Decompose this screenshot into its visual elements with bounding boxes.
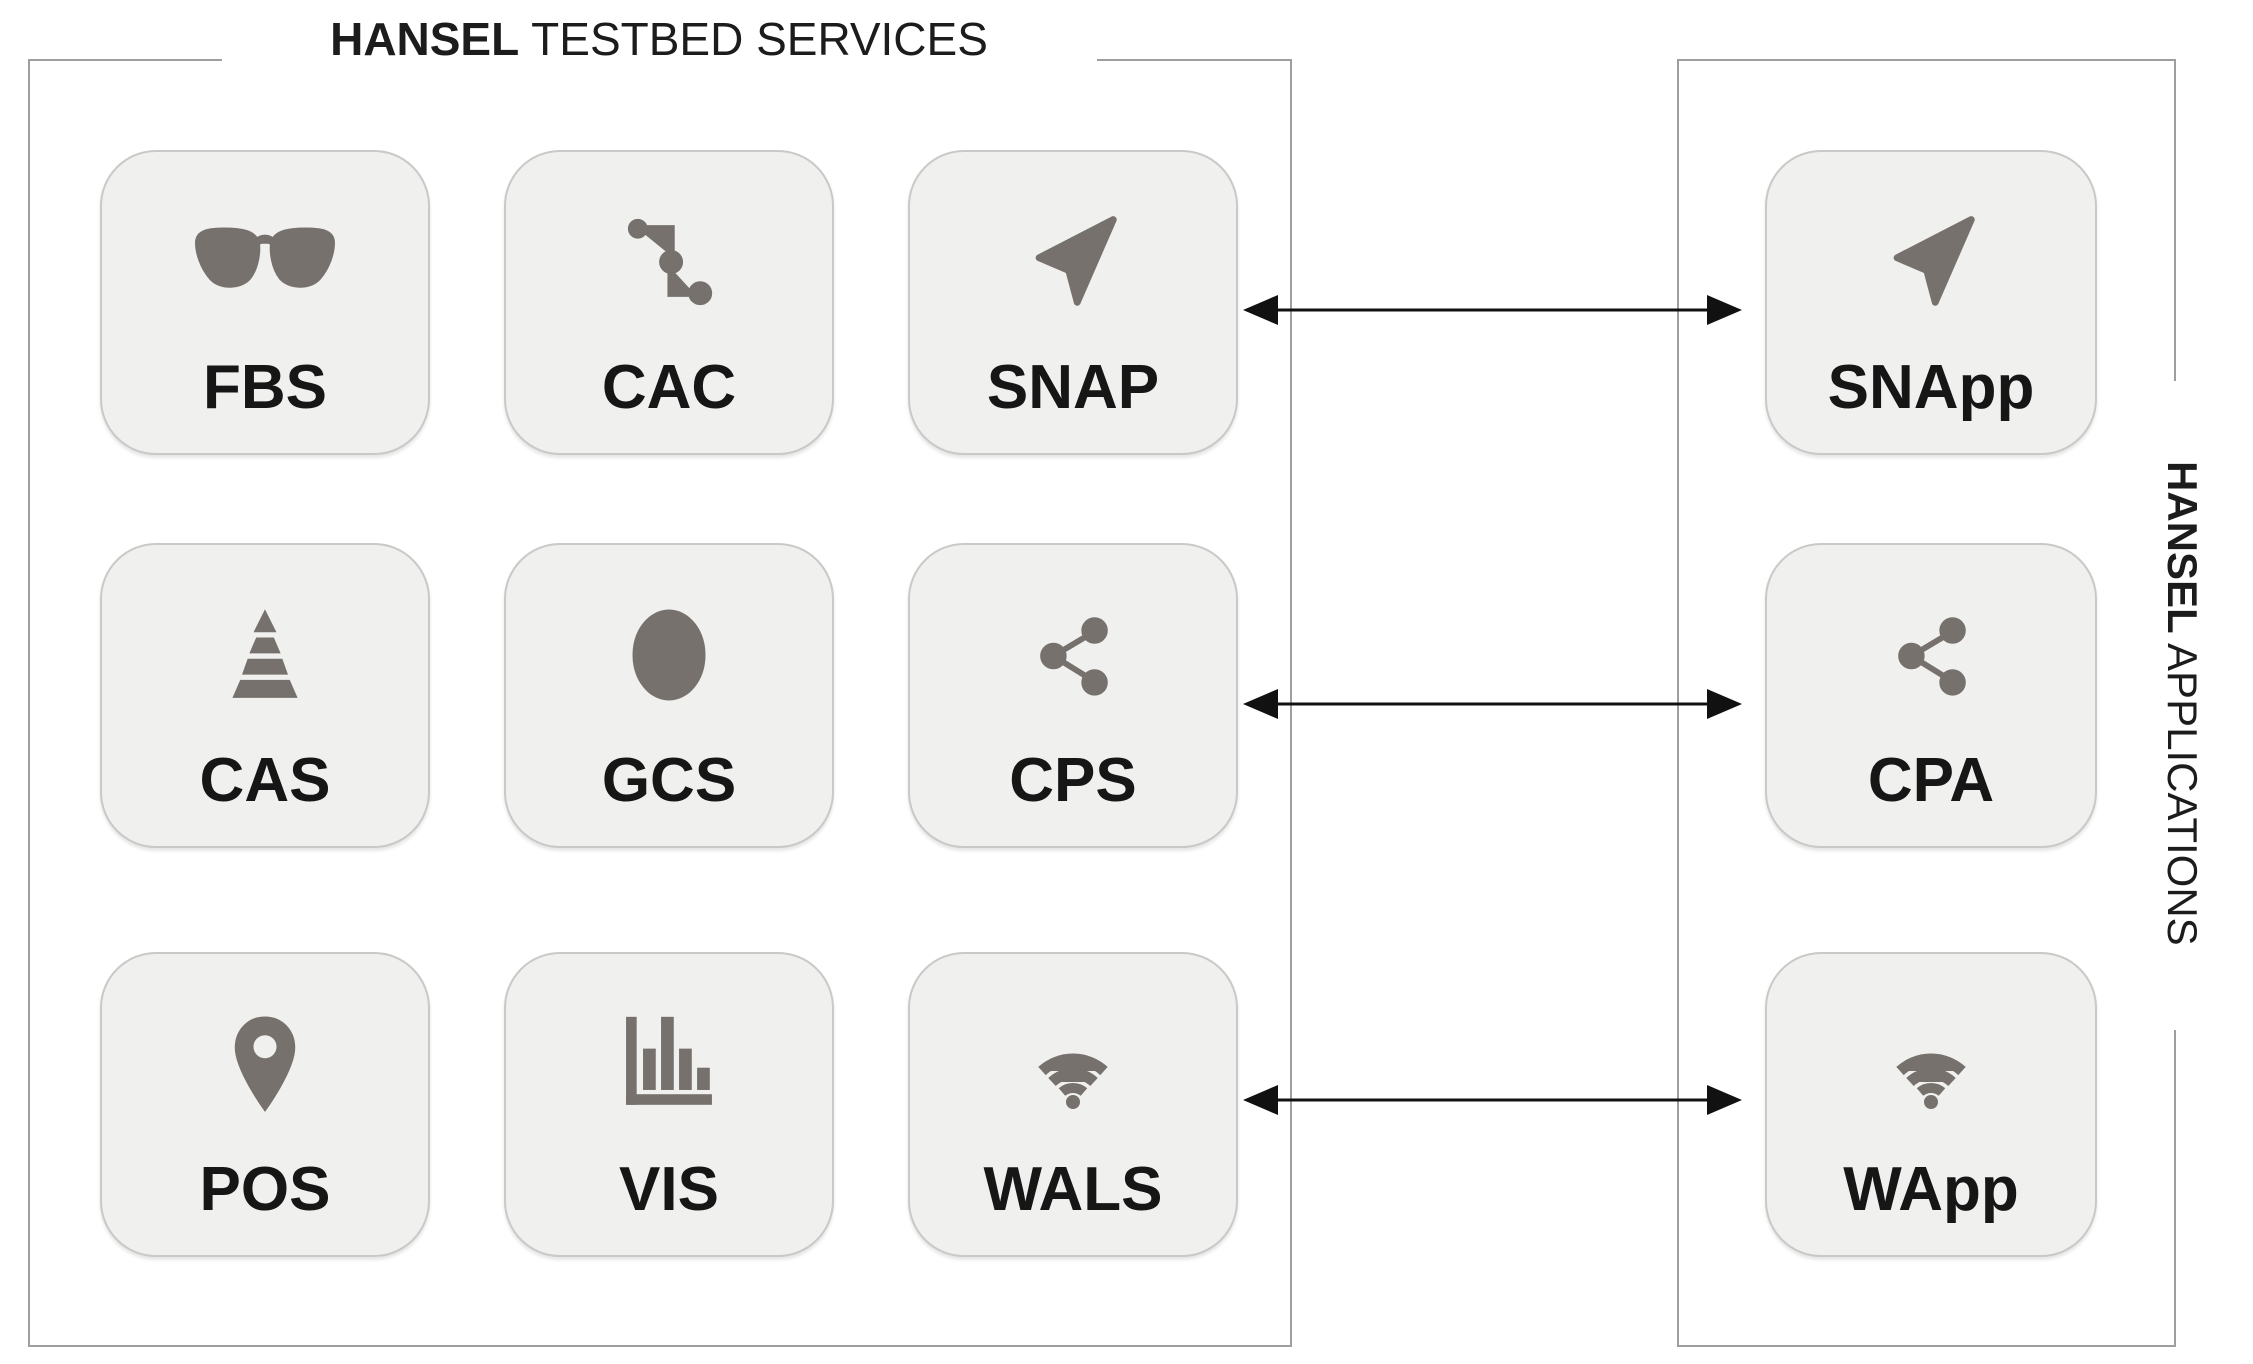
- tile-label: VIS: [619, 1155, 719, 1224]
- tile-label: CAC: [601, 353, 737, 422]
- tile-label: CPA: [1867, 746, 1995, 815]
- send-icon: [1020, 178, 1126, 346]
- applications-panel-border-top: [1677, 59, 2176, 61]
- tile-snap: SNAP: [908, 150, 1238, 455]
- applications-panel-border-right-upper: [2174, 59, 2176, 381]
- tile-wapp: WApp: [1765, 952, 2097, 1257]
- tile-label: WApp: [1843, 1155, 2019, 1224]
- services-panel-border-left: [28, 59, 30, 1347]
- bidirectional-arrow-wals-wapp: [1243, 1085, 1742, 1115]
- tile-vis: VIS: [504, 952, 834, 1257]
- tile-label: SNAP: [986, 353, 1160, 422]
- tile-label: FBS: [203, 353, 327, 422]
- commit-path-icon: [617, 178, 721, 346]
- bidirectional-arrow-cps-cpa: [1243, 689, 1742, 719]
- services-panel-title: HANSEL TESTBED SERVICES: [28, 12, 1290, 66]
- tile-label: CPS: [1009, 746, 1137, 815]
- tile-cpa: CPA: [1765, 543, 2097, 848]
- applications-panel-border-right-lower: [2174, 1030, 2176, 1347]
- tile-snapp: SNApp: [1765, 150, 2097, 455]
- tile-label: WALS: [983, 1155, 1163, 1224]
- wifi-icon: [1881, 980, 1981, 1148]
- applications-panel-title: HANSEL APPLICATIONS: [2158, 60, 2206, 1347]
- applications-panel-border-bottom: [1677, 1345, 2176, 1347]
- share-icon: [1024, 571, 1122, 739]
- pyramid-layers-icon: [212, 571, 318, 739]
- wifi-icon: [1023, 980, 1123, 1148]
- bar-chart-icon: [616, 980, 722, 1148]
- tile-label: POS: [199, 1155, 331, 1224]
- glasses-icon: [194, 178, 336, 346]
- services-panel-border-top-left: [28, 59, 222, 61]
- send-icon: [1878, 178, 1984, 346]
- services-title-rest: TESTBED SERVICES: [519, 13, 988, 65]
- bidirectional-arrow-snap-snapp: [1243, 295, 1742, 325]
- globe-icon: [619, 571, 719, 739]
- tile-cas: CAS: [100, 543, 430, 848]
- tile-label: CAS: [199, 746, 331, 815]
- tile-cac: CAC: [504, 150, 834, 455]
- services-title-bold: HANSEL: [330, 13, 520, 65]
- map-pin-icon: [217, 980, 313, 1148]
- tile-gcs: GCS: [504, 543, 834, 848]
- tile-fbs: FBS: [100, 150, 430, 455]
- services-panel-border-top-right: [1097, 59, 1292, 61]
- tile-cps: CPS: [908, 543, 1238, 848]
- applications-title-bold: HANSEL: [2159, 461, 2206, 634]
- tile-label: GCS: [601, 746, 737, 815]
- applications-title-rest: APPLICATIONS: [2159, 633, 2206, 946]
- tile-label: SNApp: [1827, 353, 2035, 422]
- tile-pos: POS: [100, 952, 430, 1257]
- tile-wals: WALS: [908, 952, 1238, 1257]
- share-icon: [1882, 571, 1980, 739]
- services-panel-border-bottom: [28, 1345, 1292, 1347]
